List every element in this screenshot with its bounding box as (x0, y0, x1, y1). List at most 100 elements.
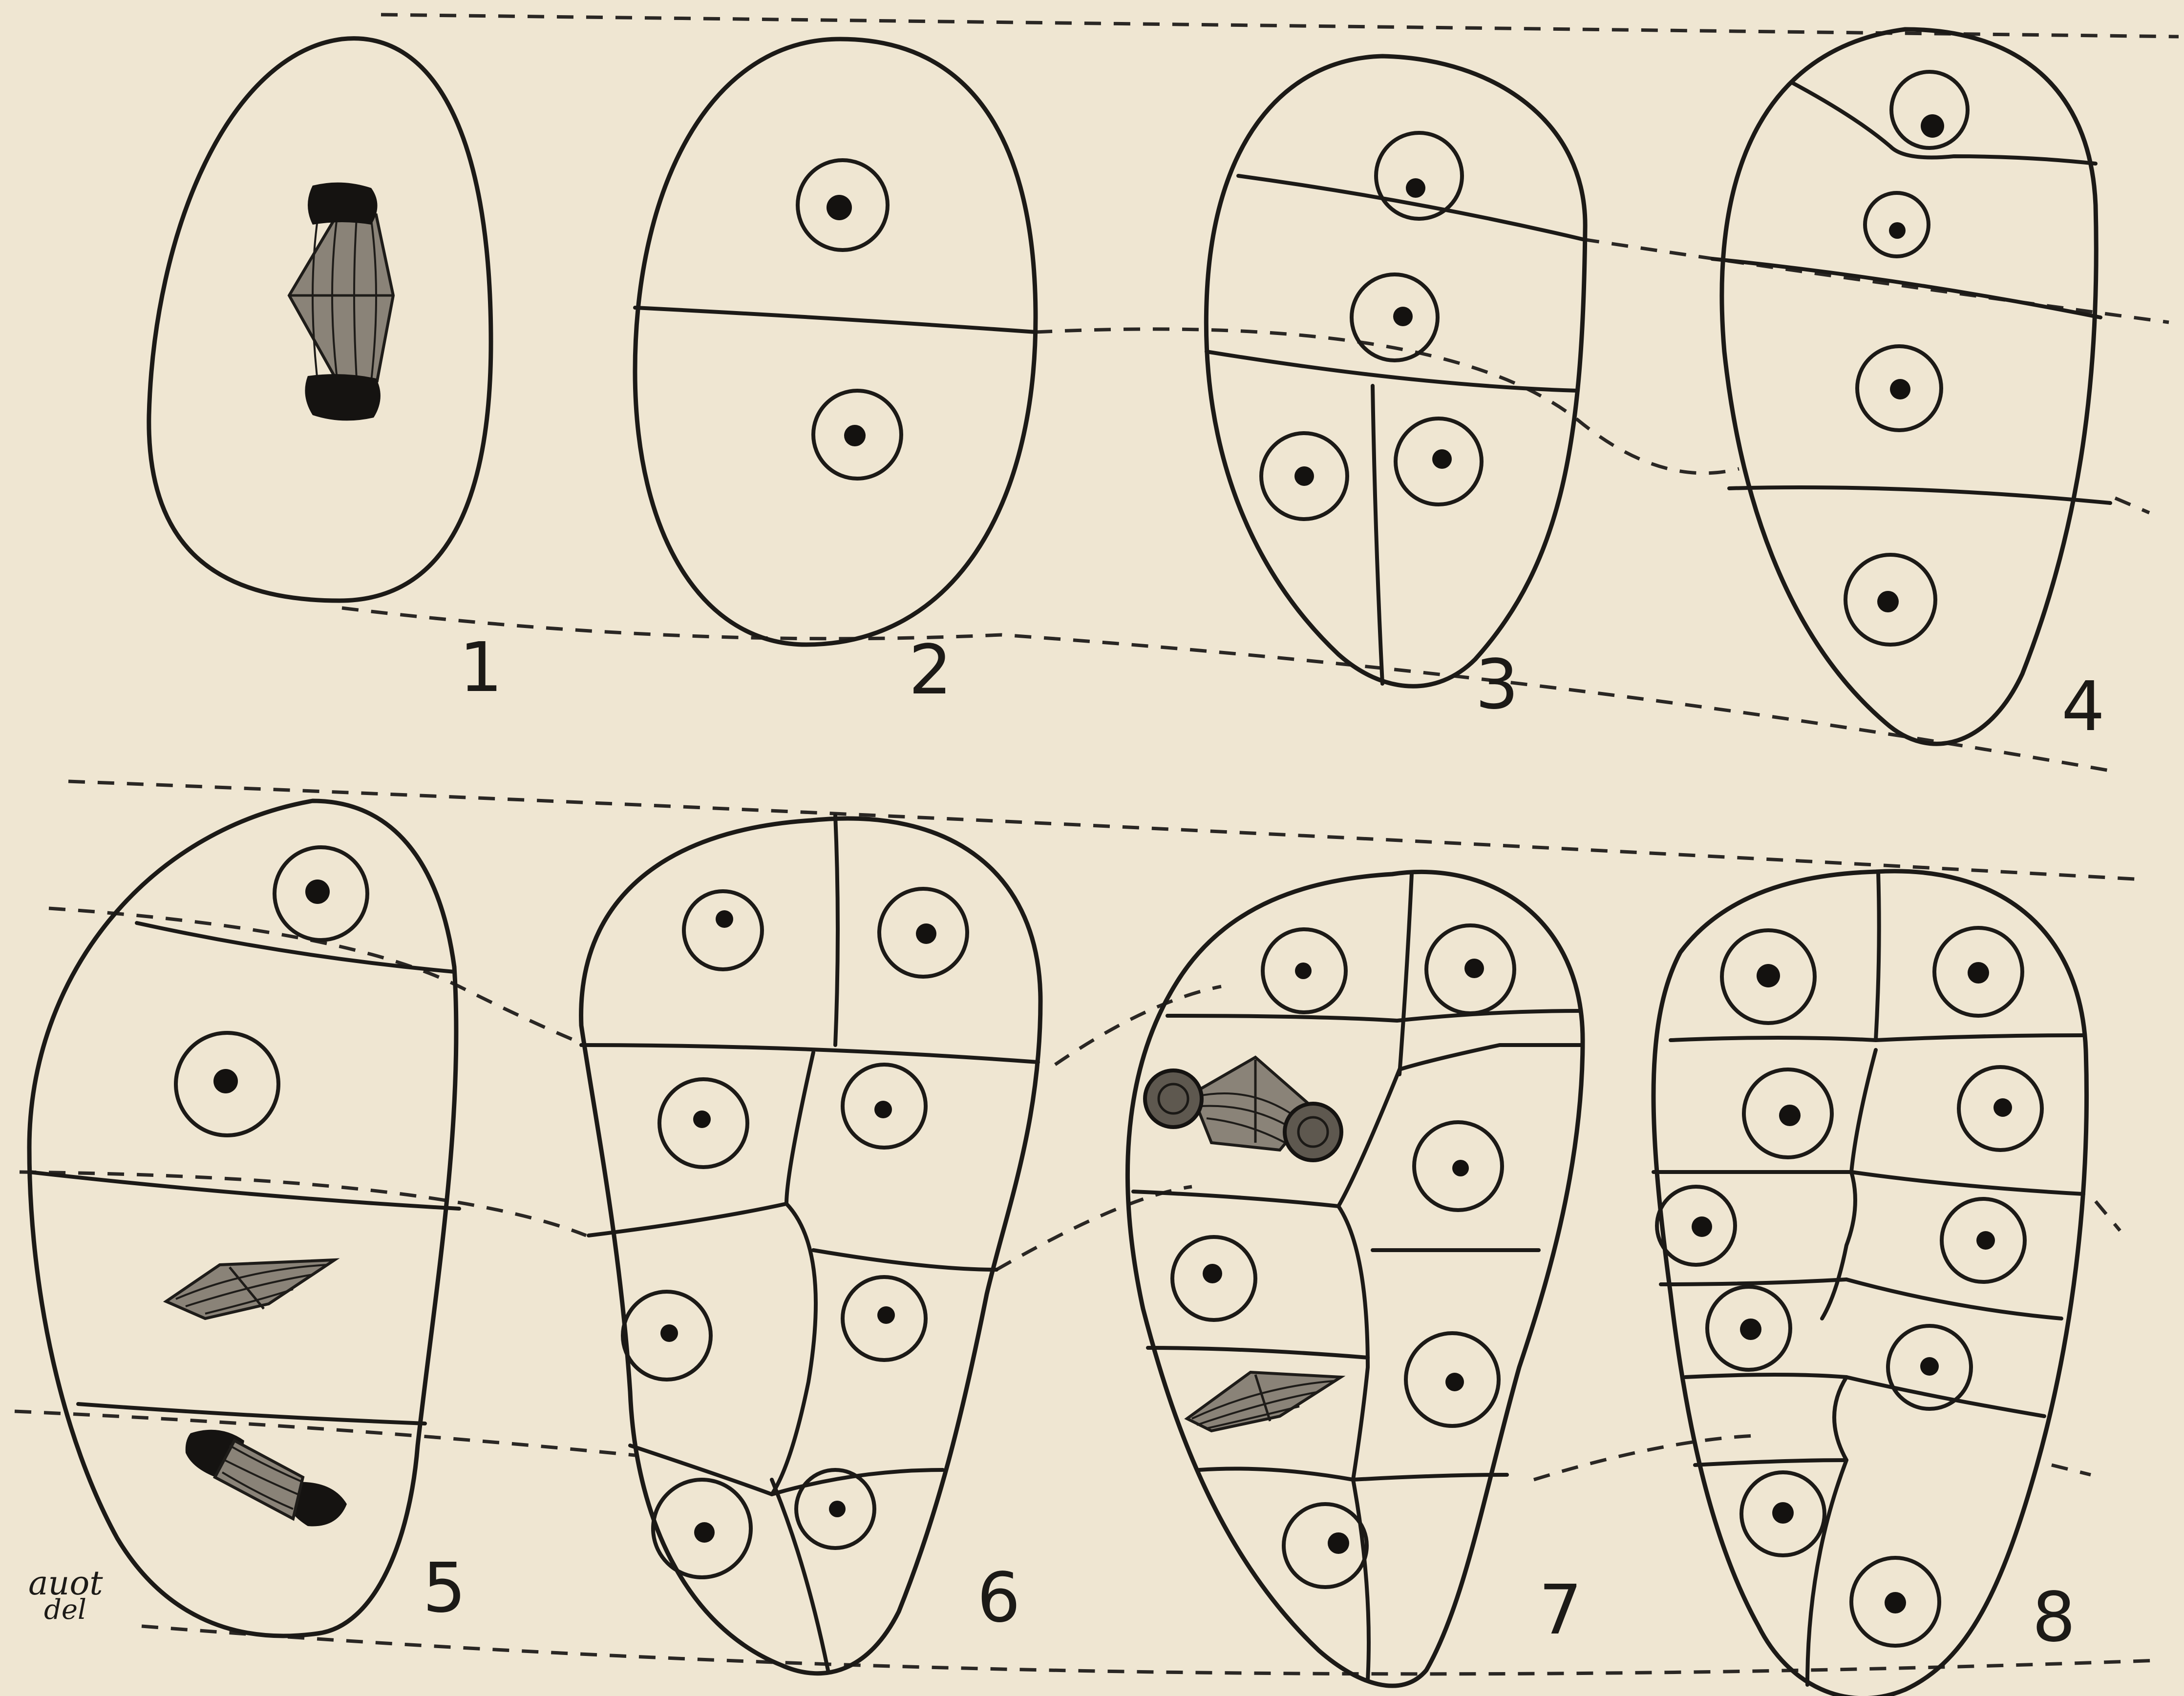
guide-line-bottom-row-lower-c (2052, 1465, 2091, 1475)
figure-7-nucleus-6 (1284, 1504, 1367, 1587)
figure-6-nucleolus-1 (716, 910, 733, 928)
figure-5-outline (29, 801, 456, 1636)
figure-4-nucleolus-4 (1877, 591, 1899, 612)
figure-6-wall-vertical-top (835, 816, 838, 1045)
figure-7-wall-right-1 (1399, 1045, 1583, 1069)
figure-7-wall-vertical-bottom (1353, 1480, 1369, 1680)
figure-6-nucleolus-6 (877, 1306, 895, 1324)
figure-7-nucleolus-3 (1452, 1160, 1469, 1176)
figure-6-wall-3 (813, 1250, 997, 1270)
figure-6-nucleolus-4 (874, 1101, 892, 1118)
figure-8-nucleolus-4 (1993, 1098, 2012, 1117)
figure-6-wall-2 (589, 1204, 786, 1235)
figure-6 (581, 816, 1040, 1674)
figure-8-nucleolus-10 (1885, 1592, 1906, 1613)
figure-2-nucleolus-upper (827, 195, 852, 220)
figure-7-wall-1 (1167, 1011, 1580, 1021)
figure-6-nucleus-1 (684, 891, 762, 969)
figure-8-wall-7 (1846, 1377, 2044, 1416)
guide-line-top-row-lower-division (2115, 498, 2149, 513)
figure-8-nucleolus-1 (1757, 964, 1780, 987)
guide-line-bottom-row-second-b (1055, 986, 1221, 1065)
figure-7-wall-vertical-top (1399, 874, 1412, 1074)
figure-6-wall-vertical-mid (772, 1052, 816, 1494)
figure-6-nucleolus-2 (916, 923, 936, 944)
figure-7-nucleolus-6 (1328, 1532, 1349, 1554)
figure-6-wall-1 (581, 1045, 1038, 1062)
figure-8-nucleolus-3 (1779, 1105, 1801, 1126)
figure-5-spindle-lower (186, 1430, 347, 1527)
figure-7-nucleolus-1 (1295, 963, 1312, 979)
figure-8-wall-5 (1846, 1279, 2061, 1319)
artist-signature: auot del (28, 1564, 103, 1626)
figure-7-nucleolus-5 (1445, 1373, 1464, 1391)
figure-3-nucleolus-2 (1393, 307, 1413, 326)
figure-8-wall-3 (1851, 1172, 2083, 1194)
figure-7-wall-vertical-mid (1338, 1069, 1399, 1480)
figure-8-nucleolus-9 (1772, 1502, 1794, 1524)
figure-8-nucleolus-8 (1920, 1357, 1939, 1376)
figure-4-nucleolus-2 (1889, 222, 1906, 239)
figure-5-spindle-upper (166, 1260, 335, 1319)
guide-line-bottom-row-middle-c (2096, 1201, 2120, 1231)
figure-6-wall-vertical-bottom (772, 1480, 828, 1670)
figure-5-nucleolus-1 (305, 879, 330, 904)
figure-6-nucleolus-8 (829, 1501, 846, 1517)
figure-6-nucleolus-7 (694, 1522, 715, 1543)
guide-line-bottom-row-upper (68, 781, 2135, 879)
figure-7-wall-4 (1148, 1348, 1368, 1358)
figure-8-wall-vertical-top (1876, 872, 1879, 1040)
figure-4 (1712, 29, 2110, 744)
figure-1 (149, 39, 491, 601)
figure-2-wall (635, 308, 1036, 332)
figure-5 (29, 801, 459, 1636)
figure-4-wall-3 (1729, 487, 2110, 503)
figure-3-wall-vertical (1373, 386, 1382, 684)
figure-7-wall-6 (1353, 1475, 1507, 1480)
figure-8-wall-8 (1695, 1460, 1846, 1465)
guide-line-top-row-upper (381, 15, 2179, 37)
guide-line-bottom-row-base (142, 1626, 2159, 1674)
guide-line-bottom-row-second (49, 908, 586, 1045)
figure-8-nucleolus-2 (1968, 962, 1989, 984)
figure-7-wall-2 (1133, 1192, 1338, 1206)
figure-8-wall-4 (1661, 1279, 1846, 1284)
figure-4-nucleolus-3 (1890, 379, 1910, 399)
figure-6-nucleolus-5 (660, 1324, 678, 1342)
figure-7-wall-5 (1199, 1469, 1353, 1480)
figure-8-wall-6 (1685, 1375, 1846, 1377)
figure-number-4: 4 (2061, 667, 2105, 747)
figure-5-nucleolus-2 (213, 1069, 238, 1093)
figure-number-7: 7 (1539, 1570, 1582, 1650)
figure-8-nucleolus-7 (1740, 1319, 1761, 1340)
figure-number-3: 3 (1475, 645, 1519, 725)
guide-line-bottom-row-middle-b (997, 1187, 1192, 1270)
figure-number-2: 2 (909, 630, 952, 710)
figure-8-nucleolus-6 (1976, 1231, 1995, 1250)
guide-line-top-row-middle (1036, 329, 1739, 473)
figure-3-nucleolus-3 (1294, 466, 1314, 486)
figure-number-8: 8 (2032, 1578, 2076, 1657)
figure-4-wall-1 (1793, 83, 2096, 164)
figure-4-nucleolus-1 (1921, 114, 1944, 138)
figure-3 (1206, 56, 1585, 686)
figure-number-6: 6 (977, 1558, 1020, 1638)
figure-3-outline (1206, 56, 1585, 686)
figure-number-1: 1 (459, 628, 503, 708)
figure-3-nucleolus-1 (1406, 178, 1425, 198)
figure-7-spindle-upper (1145, 1057, 1341, 1160)
figure-8 (1654, 871, 2087, 1696)
figure-3-nucleolus-4 (1432, 449, 1452, 469)
figure-5-wall-3 (78, 1404, 425, 1424)
figure-8-nucleolus-5 (1692, 1216, 1712, 1237)
figure-7-nucleolus-2 (1464, 959, 1484, 978)
figure-3-wall-middle (1207, 352, 1578, 391)
figure-7-nucleolus-4 (1203, 1264, 1222, 1283)
figure-2 (635, 39, 1036, 645)
figure-8-wall-vertical-bottom (1807, 1377, 1846, 1685)
figure-6-wall-5 (772, 1470, 943, 1494)
artist-signature-line-2: del (44, 1594, 86, 1626)
figure-5-wall-2 (29, 1172, 459, 1209)
figure-2-outline (635, 39, 1036, 645)
